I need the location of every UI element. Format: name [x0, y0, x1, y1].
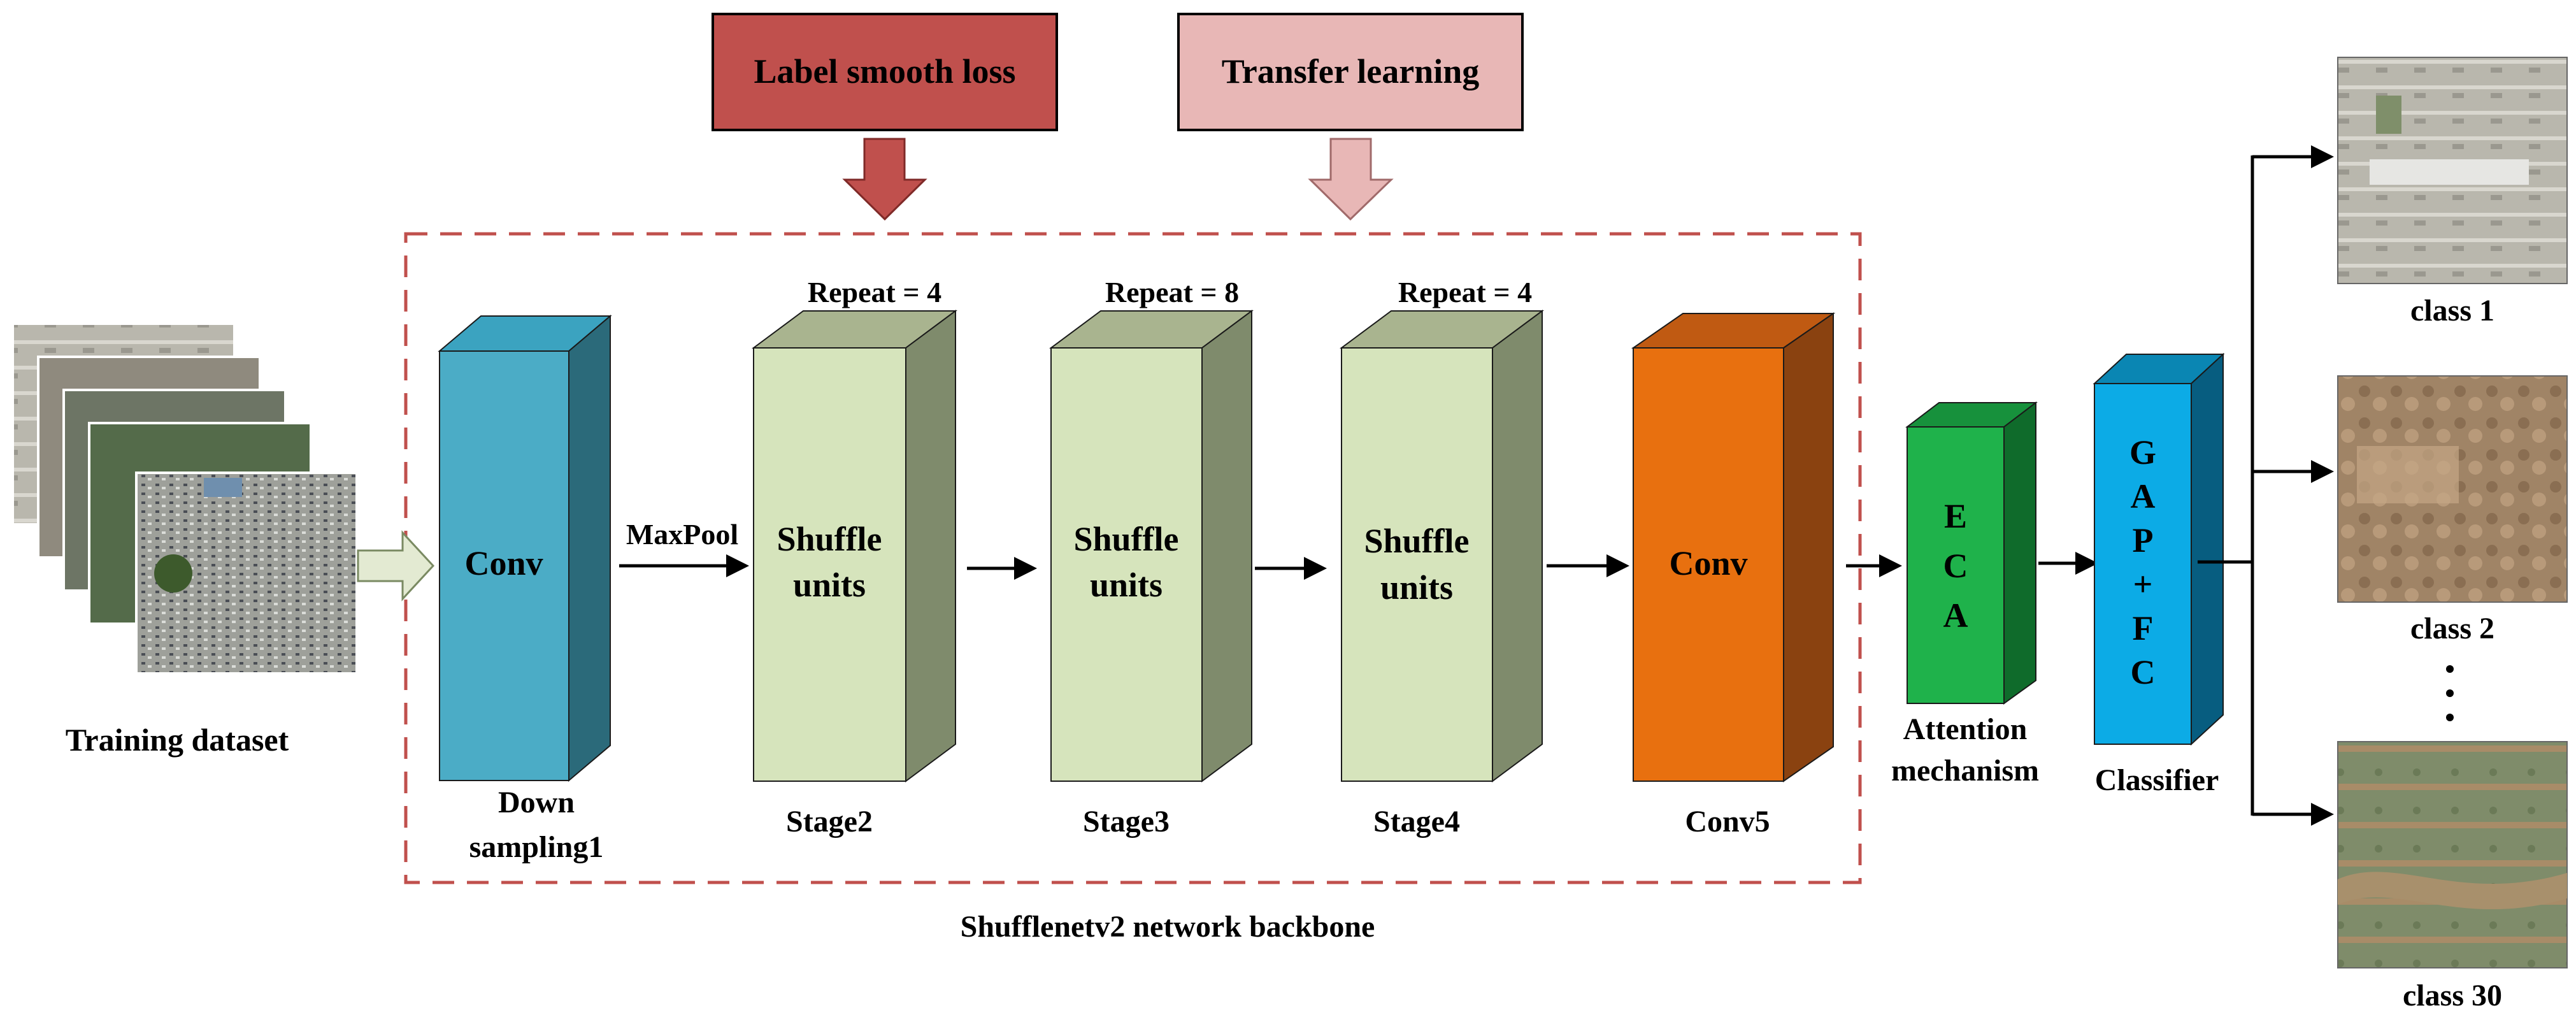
- conv5-label: Conv: [1669, 544, 1747, 582]
- eca-letter-2: C: [1943, 547, 1968, 585]
- arrowhead-eca-classifier: [2075, 552, 2098, 575]
- stage2-label-line2: units: [793, 566, 866, 604]
- arrowhead-class30: [2311, 803, 2334, 826]
- arrowhead-class2: [2311, 460, 2334, 483]
- stage2-caption: Stage2: [786, 805, 873, 838]
- training-dataset-stack: [11, 322, 358, 675]
- classifier-letter-5: F: [2133, 609, 2154, 647]
- classifier-block: G A P + F C: [2093, 352, 2225, 746]
- eca-letter-3: A: [1943, 596, 1968, 635]
- class2-caption: class 2: [2410, 612, 2494, 645]
- conv5-block: Conv: [1631, 312, 1836, 782]
- stage2-block: Shuffle units: [751, 310, 958, 782]
- stage4-block: Shuffle units: [1339, 310, 1545, 782]
- stage4-label-line2: units: [1380, 568, 1453, 607]
- arrowhead-stage4-conv5: [1606, 554, 1629, 577]
- backbone-caption: Shufflenetv2 network backbone: [961, 910, 1375, 944]
- arrowhead-conv5-eca: [1879, 554, 1902, 577]
- classifier-letter-4: +: [2133, 565, 2153, 603]
- eca-caption-line1: Attention: [1903, 712, 2028, 746]
- input-arrow: [357, 530, 435, 601]
- class2-image: [2337, 375, 2568, 603]
- stage4-caption: Stage4: [1373, 805, 1460, 838]
- stage2-label-line1: Shuffle: [776, 520, 882, 558]
- class1-caption: class 1: [2410, 294, 2494, 327]
- stage3-repeat: Repeat = 8: [1105, 276, 1239, 308]
- arrowhead-stage2-stage3: [1014, 557, 1037, 580]
- conv1-label: Conv: [464, 544, 543, 582]
- classifier-letter-1: G: [2129, 433, 2156, 471]
- conv1-caption-line2: sampling1: [469, 830, 604, 864]
- conv5-caption: Conv5: [1685, 805, 1770, 838]
- stage3-block: Shuffle units: [1048, 310, 1254, 782]
- class1-image: [2337, 57, 2568, 284]
- label-smooth-loss-box: Label smooth loss: [712, 13, 1058, 131]
- class30-image: [2337, 741, 2568, 968]
- ellipsis-dots: [2446, 665, 2454, 721]
- backbone-frame: [404, 232, 1862, 884]
- training-dataset-caption: Training dataset: [66, 722, 289, 758]
- eca-caption-line2: mechanism: [1891, 754, 2039, 788]
- stage3-label-line1: Shuffle: [1073, 520, 1178, 558]
- stage4-repeat: Repeat = 4: [1398, 276, 1532, 308]
- classifier-letter-2: A: [2131, 477, 2156, 515]
- classifier-caption: Classifier: [2095, 763, 2219, 797]
- classifier-letter-6: C: [2131, 653, 2156, 691]
- arrowhead-stage3-stage4: [1304, 557, 1327, 580]
- stage4-label-line1: Shuffle: [1364, 522, 1469, 560]
- transfer-learning-label: Transfer learning: [1222, 52, 1479, 90]
- classifier-letter-3: P: [2133, 521, 2154, 559]
- conv1-caption-line1: Down: [498, 786, 575, 819]
- maxpool-label: MaxPool: [626, 518, 738, 551]
- stage3-label-line2: units: [1090, 566, 1163, 604]
- label-smooth-loss-label: Label smooth loss: [754, 52, 1015, 90]
- arrowhead-class1: [2311, 145, 2334, 168]
- stage2-repeat: Repeat = 4: [808, 276, 941, 308]
- label-smooth-down-arrow: [842, 138, 927, 221]
- maxpool-arrowhead: [726, 554, 749, 577]
- stage3-caption: Stage3: [1083, 805, 1170, 838]
- eca-letter-1: E: [1944, 497, 1967, 535]
- transfer-learning-box: Transfer learning: [1177, 13, 1524, 131]
- class30-caption: class 30: [2403, 979, 2502, 1012]
- eca-block: E C A: [1905, 401, 2038, 705]
- transfer-learning-down-arrow: [1308, 138, 1394, 221]
- conv1-block: Conv: [438, 314, 612, 782]
